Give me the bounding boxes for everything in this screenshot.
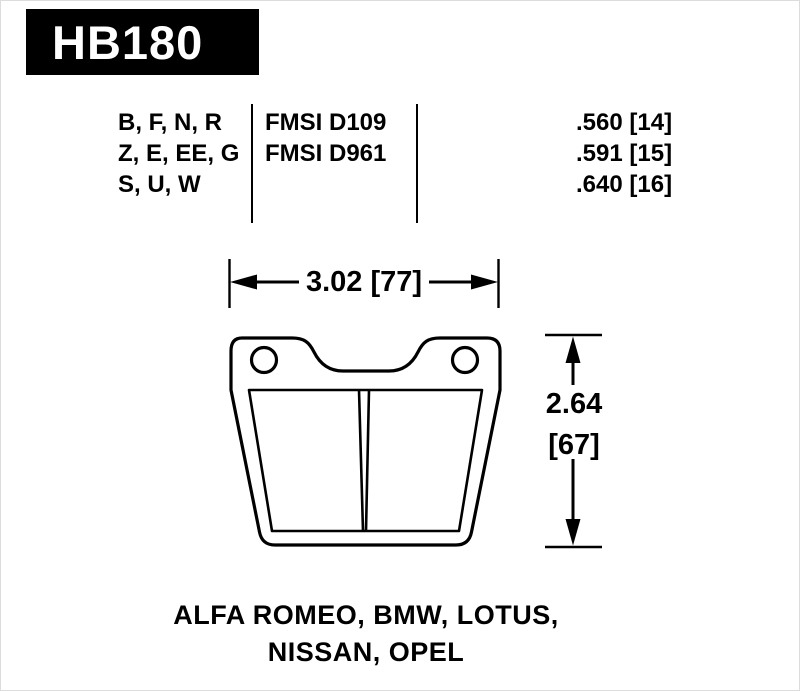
pad-mounting-hole-right [450, 345, 480, 375]
height-arrowhead-down [565, 519, 581, 546]
compounds-cell: Z, E, EE, G [118, 140, 240, 167]
part-number: HB180 [52, 15, 204, 69]
height-arrowhead-up [565, 336, 581, 363]
table-row: Z, E, EE, G FMSI D961 .591 [15] [1, 140, 799, 171]
width-dimension-lines [228, 259, 500, 308]
fmsi-cell: FMSI D109 [265, 109, 387, 136]
thickness-cell: .560 [14] [576, 109, 673, 136]
compounds-cell: B, F, N, R [118, 109, 223, 136]
thickness-cell: .640 [16] [576, 171, 673, 198]
compounds-cell: S, U, W [118, 171, 201, 198]
applications-line-1: ALFA ROMEO, BMW, LOTUS, [173, 600, 559, 630]
pad-mounting-hole-left [249, 345, 279, 375]
part-number-badge: HB180 [26, 9, 259, 75]
vehicle-applications: ALFA ROMEO, BMW, LOTUS, NISSAN, OPEL [64, 597, 668, 671]
width-arrowhead-left [230, 274, 257, 290]
table-row: B, F, N, R FMSI D109 .560 [14] [1, 109, 799, 140]
applications-line-2: NISSAN, OPEL [267, 637, 465, 667]
height-dimension-lines [545, 333, 602, 549]
fmsi-cell: FMSI D961 [265, 140, 387, 167]
table-row: S, U, W .640 [16] [1, 171, 799, 202]
height-dimension-label-inches: 2.64 [545, 388, 603, 420]
height-dimension-label-mm: [67] [548, 429, 600, 461]
width-arrowhead-right [471, 274, 498, 290]
table-divider-right [416, 104, 418, 223]
table-divider-left [251, 104, 253, 223]
thickness-cell: .591 [15] [576, 140, 673, 167]
pad-friction-outline [247, 388, 484, 533]
pad-slot-right-edge [364, 389, 371, 532]
width-dimension-label: 3.02 [77] [305, 266, 423, 298]
pad-slot-left-edge [357, 389, 365, 532]
